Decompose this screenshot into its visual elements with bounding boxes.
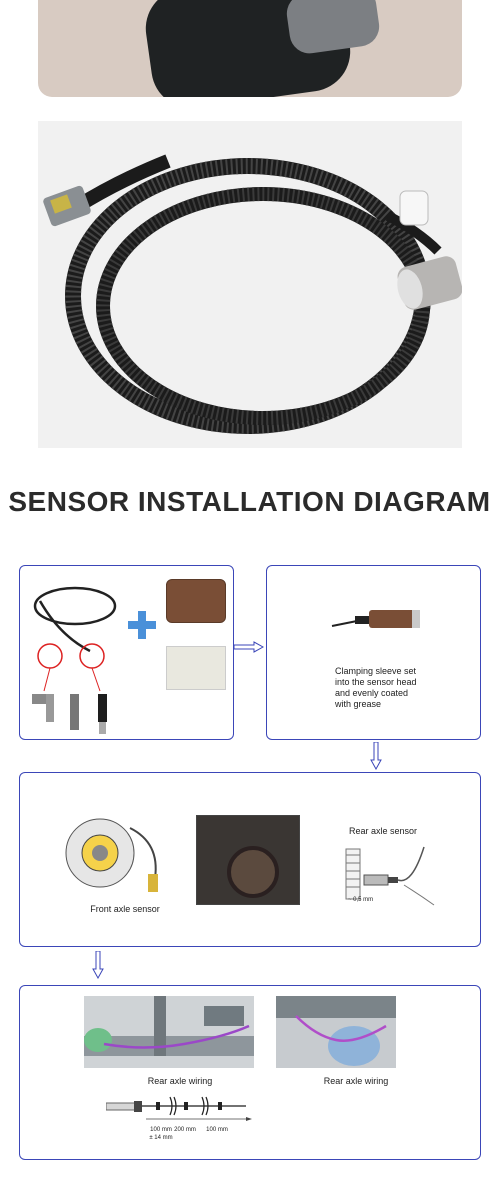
plus-icon	[128, 611, 156, 639]
page-title: SENSOR INSTALLATION DIAGRAM	[8, 486, 491, 517]
wiring-dimension-diagram	[106, 1096, 252, 1121]
rear-axle-caption: Rear axle sensor	[348, 826, 418, 836]
dim-tolerance-label: ± 14 mm	[149, 1135, 173, 1141]
rear-axle-wiring-image-left	[84, 996, 254, 1068]
dim-label-3: 100 mm	[206, 1127, 228, 1133]
rear-axle-wiring-caption-right: Rear axle wiring	[323, 1076, 389, 1086]
step2-box: Clamping sleeve set into the sensor head…	[266, 565, 481, 740]
rear-axle-wiring-caption-left: Rear axle wiring	[147, 1076, 213, 1086]
front-axle-hub-illustration	[65, 818, 158, 892]
clamping-sleeve-image	[166, 579, 226, 623]
sensor-kit-illustration	[32, 586, 117, 734]
step2-caption: Clamping sleeve set into the sensor head…	[335, 666, 417, 709]
arrow-down-icon	[370, 742, 382, 770]
step3-box: Front axle sensor Rear axle sensor ~ 0,5…	[19, 772, 481, 947]
dim-label-2: 200 mm	[174, 1127, 196, 1133]
arrow-right-icon	[234, 641, 264, 653]
grease-packet-image	[166, 646, 226, 690]
sensor-with-sleeve-illustration	[331, 610, 420, 628]
rear-axle-wiring-image-right	[276, 996, 396, 1068]
installed-sensor-photo	[196, 815, 300, 905]
cable-product-photo	[38, 121, 462, 448]
rear-axle-sensor-illustration	[345, 846, 435, 906]
top-product-photo	[38, 0, 462, 97]
dim-label-1: 100 mm	[150, 1127, 172, 1133]
front-axle-caption: Front axle sensor	[90, 904, 160, 914]
step1-box	[19, 565, 234, 740]
coiled-cable-illustration	[43, 154, 462, 434]
step4-box: Rear axle wiring Rear axle wiring 100 mm…	[19, 985, 481, 1160]
sensor-tip-shape	[284, 0, 382, 56]
arrow-down-icon-2	[92, 951, 104, 979]
gap-label: ~ 0,5 mm	[348, 897, 374, 903]
